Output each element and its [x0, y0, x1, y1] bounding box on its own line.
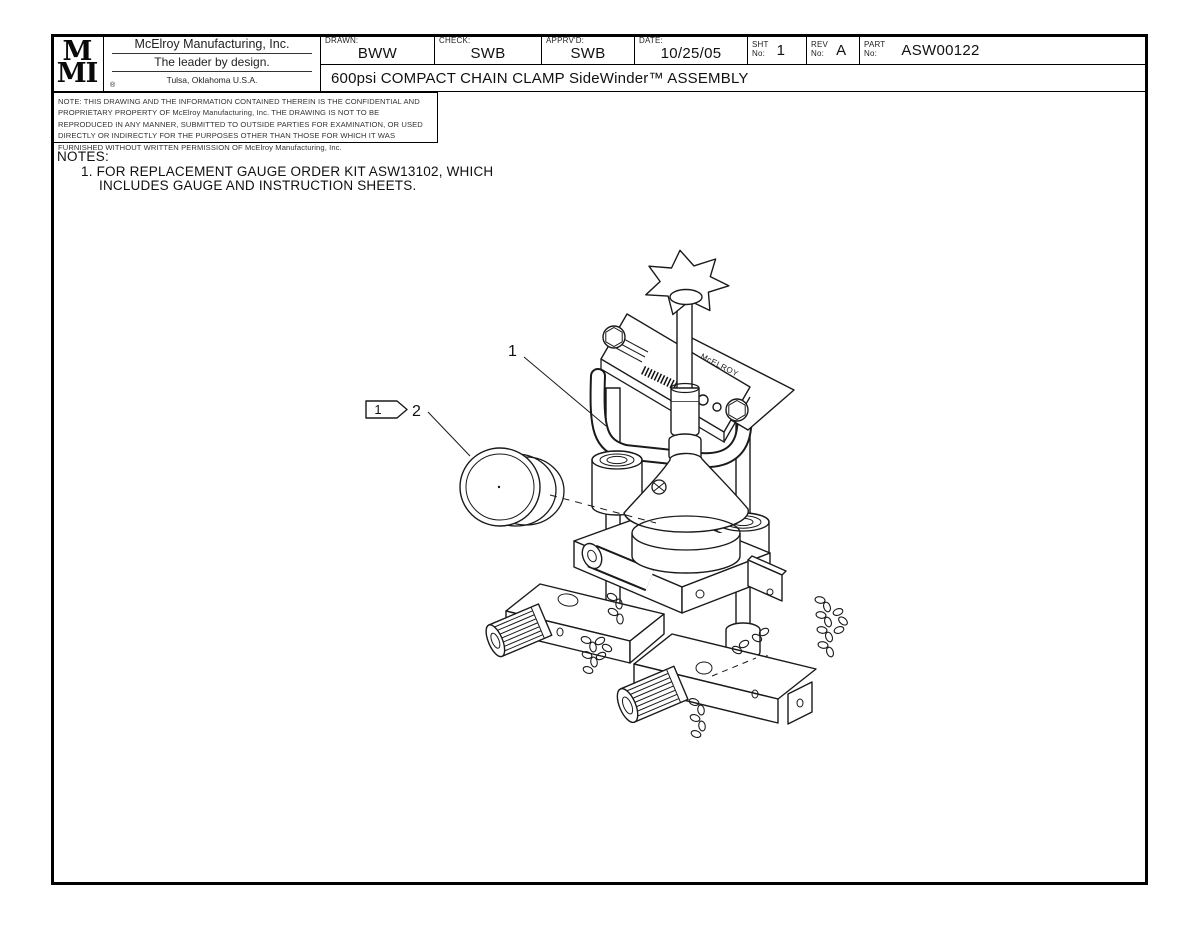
callout-2: 2	[412, 403, 470, 456]
field-sheet-no: SHT No: 1	[748, 34, 807, 65]
logo-letters-mi: MI	[56, 57, 99, 89]
field-drawn: DRAWN: BWW	[321, 34, 435, 65]
confidentiality-note: NOTE: THIS DRAWING AND THE INFORMATION C…	[51, 92, 438, 152]
pressure-gauge	[460, 448, 656, 526]
set-screw-2	[713, 403, 721, 411]
plate-engraving-lines	[616, 338, 648, 362]
callout-1: 1	[508, 343, 606, 426]
notes-heading: NOTES:	[57, 149, 110, 164]
bushing-left	[592, 451, 642, 515]
upper-jaw-arm	[482, 584, 664, 663]
company-location: Tulsa, Oklahoma U.S.A.	[166, 75, 258, 85]
field-rev-no-label: REV No:	[811, 39, 829, 58]
callout-2-leader	[428, 412, 470, 456]
field-apprvd: APPRV'D: SWB	[542, 34, 635, 65]
field-part-no-label: PART No:	[864, 39, 886, 58]
spline-shaft-lower	[613, 666, 688, 725]
hand-knob	[646, 250, 729, 314]
logo-letter-m: M	[62, 36, 93, 68]
field-date: DATE: 10/25/05	[635, 34, 748, 65]
callout-2-label: 2	[412, 403, 421, 420]
callout-1-label: 1	[508, 343, 517, 360]
field-check-value: SWB	[470, 45, 506, 63]
company-name: McElroy Manufacturing, Inc.	[112, 36, 312, 54]
carriage-body	[574, 509, 770, 613]
yoke-bolt-left	[603, 326, 625, 348]
callout-1-leader	[524, 357, 606, 426]
field-rev-no: REV No: A	[807, 34, 860, 65]
company-block: M MI McElroy Manufacturing, Inc. The lea…	[51, 34, 321, 92]
registered-mark: ®	[110, 82, 116, 89]
chain-links	[580, 592, 849, 739]
field-sheet-no-label: SHT No:	[752, 39, 769, 58]
field-part-no-value: ASW00122	[901, 41, 980, 59]
gauge-exploded-line	[550, 495, 656, 523]
note-1-line1: 1. FOR REPLACEMENT GAUGE ORDER KIT ASW13…	[81, 164, 494, 179]
field-sheet-no-value: 1	[776, 41, 786, 59]
carry-handle	[598, 376, 752, 460]
field-date-label: DATE:	[639, 36, 663, 45]
crank-cylinder	[579, 541, 650, 580]
mcelroy-logo: M MI	[51, 34, 104, 91]
company-tagline: The leader by design.	[112, 54, 312, 72]
flag-note-1: 1	[366, 401, 407, 418]
field-drawn-label: DRAWN:	[325, 36, 359, 45]
drawing-title: 600psi COMPACT CHAIN CLAMP SideWinder™ A…	[321, 65, 1148, 92]
field-check-label: CHECK:	[439, 36, 471, 45]
flag-note-1-label: 1	[374, 402, 381, 417]
field-date-value: 10/25/05	[660, 45, 722, 63]
ram-cone-assembly	[624, 402, 748, 573]
field-rev-no-value: A	[836, 41, 847, 59]
field-part-no: PART No: ASW00122	[860, 34, 1148, 65]
yoke-bolt-right	[726, 399, 748, 421]
spline-shaft-upper	[482, 604, 551, 659]
fin-plate	[748, 556, 786, 601]
field-apprvd-label: APPRV'D:	[546, 36, 585, 45]
note-1-line2: INCLUDES GAUGE AND INSTRUCTION SHEETS.	[99, 178, 417, 193]
field-drawn-value: BWW	[357, 45, 398, 63]
assembly-isometric-drawing: McELROY	[340, 230, 880, 780]
field-check: CHECK: SWB	[435, 34, 542, 65]
field-apprvd-value: SWB	[570, 45, 606, 63]
sheet-border	[51, 34, 1148, 885]
lower-jaw-arm	[613, 634, 816, 725]
